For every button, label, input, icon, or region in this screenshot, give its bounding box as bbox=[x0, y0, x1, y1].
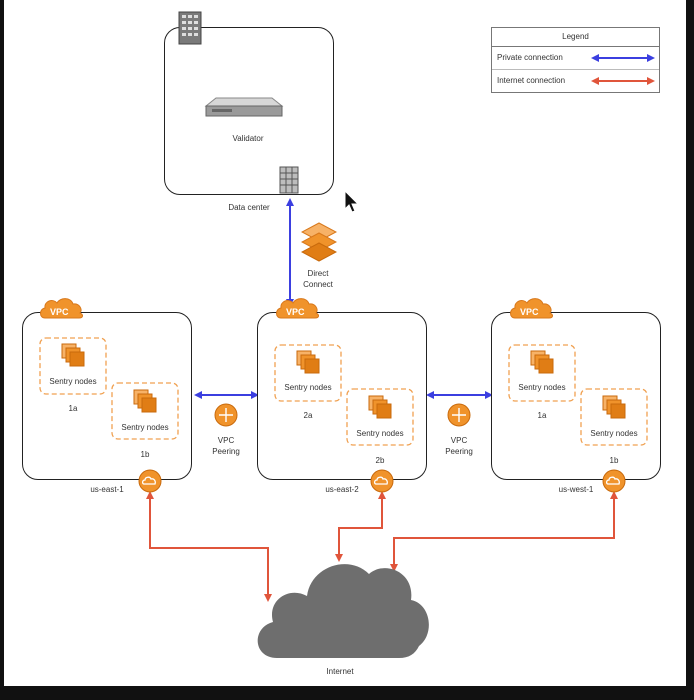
diagram-canvas: Validator Data center Direct Connect Leg… bbox=[4, 0, 686, 686]
sentry-nodes-label: Sentry nodes bbox=[518, 383, 566, 392]
datacenter-box bbox=[164, 27, 334, 195]
sentry-nodes-label: Sentry nodes bbox=[49, 377, 97, 386]
peering-label-1: VPC bbox=[217, 436, 235, 445]
sentry-nodes-label: Sentry nodes bbox=[284, 383, 332, 392]
legend-item-internet: Internet connection bbox=[492, 69, 659, 92]
internet-gateway-icon bbox=[602, 469, 626, 493]
direct-connect-label-1: Direct bbox=[307, 269, 329, 278]
legend-title: Legend bbox=[492, 28, 659, 47]
mouse-cursor-icon bbox=[344, 190, 360, 213]
legend-internet-label: Internet connection bbox=[497, 76, 566, 85]
direct-connect-label-2: Connect bbox=[303, 280, 333, 289]
region-label-us-east-2: us-east-2 bbox=[325, 485, 359, 494]
az-label: 1b bbox=[140, 450, 150, 459]
sentry-nodes-label: Sentry nodes bbox=[356, 429, 404, 438]
legend-private-arrow bbox=[591, 54, 655, 62]
internet-link-us-west-1 bbox=[390, 491, 618, 572]
grid-gateway-icon bbox=[279, 166, 299, 194]
az-label: 1b bbox=[609, 456, 619, 465]
gateway-icons-layer bbox=[138, 403, 626, 493]
internet-link-us-east-2 bbox=[335, 491, 386, 562]
legend-item-private: Private connection bbox=[492, 47, 659, 69]
legend: Legend Private connection Internet conne… bbox=[491, 27, 660, 93]
sentry-nodes-label: Sentry nodes bbox=[121, 423, 169, 432]
az-label: 2b bbox=[375, 456, 385, 465]
internet-link-us-east-1 bbox=[146, 491, 272, 602]
az-label: 1a bbox=[537, 411, 547, 420]
az-label: 2a bbox=[303, 411, 313, 420]
vpc-badge-text: VPC bbox=[520, 307, 539, 317]
peering-label-1: VPC bbox=[450, 436, 468, 445]
legend-private-label: Private connection bbox=[497, 53, 563, 62]
peering-label-2: Peering bbox=[445, 447, 473, 456]
legend-internet-arrow bbox=[591, 77, 655, 85]
datacenter-label: Data center bbox=[228, 203, 270, 212]
internet-cloud-icon bbox=[257, 564, 429, 658]
peering-label-2: Peering bbox=[212, 447, 240, 456]
region-label-us-east-1: us-east-1 bbox=[90, 485, 124, 494]
direct-connect-icon bbox=[301, 222, 337, 262]
region-label-us-west-1: us-west-1 bbox=[558, 485, 594, 494]
az-label: 1a bbox=[68, 404, 78, 413]
server-icon bbox=[204, 97, 284, 117]
connections-layer bbox=[146, 198, 618, 602]
internet-gateway-icon bbox=[138, 469, 162, 493]
sentry-nodes-label: Sentry nodes bbox=[590, 429, 638, 438]
vpc-badge-text: VPC bbox=[50, 307, 69, 317]
vpc-badges-layer: VPC VPC VPC bbox=[40, 298, 554, 319]
building-icon bbox=[178, 11, 202, 45]
validator-label: Validator bbox=[232, 134, 264, 143]
internet-label: Internet bbox=[326, 667, 354, 676]
vpc-badge-text: VPC bbox=[286, 307, 305, 317]
internet-gateway-icon bbox=[370, 469, 394, 493]
